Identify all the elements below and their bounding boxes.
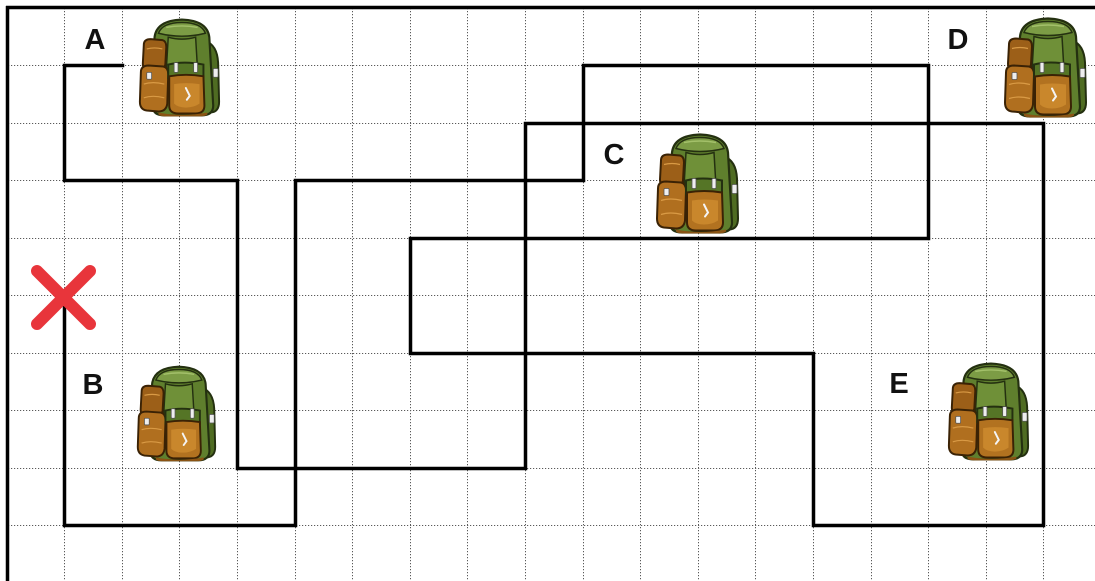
- backpack-label: C: [599, 140, 629, 170]
- backpack-icon: [652, 128, 742, 238]
- backpack-label: D: [943, 25, 973, 55]
- backpack-a: A: [78, 14, 224, 120]
- backpack-label: B: [78, 370, 108, 400]
- backpack-icon: [133, 361, 219, 465]
- backpack-e: E: [882, 357, 1034, 465]
- backpack-label: A: [80, 25, 110, 55]
- backpack-label: E: [884, 369, 914, 399]
- backpack-icon: [135, 15, 223, 119]
- backpack-icon: [944, 358, 1032, 464]
- backpack-icon: [1000, 14, 1090, 120]
- backpack-b: B: [76, 360, 221, 466]
- backpack-c: C: [597, 127, 744, 239]
- backpack-d: D: [941, 13, 1092, 121]
